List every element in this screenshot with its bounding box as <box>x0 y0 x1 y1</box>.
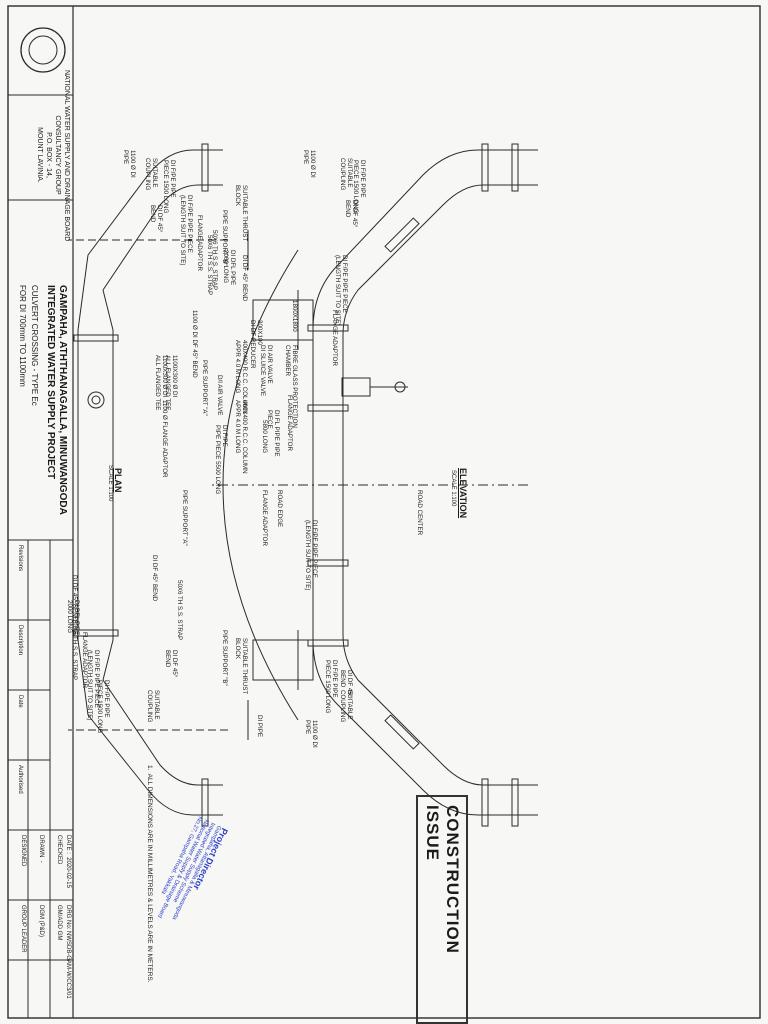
label-strap-right: 50x6 TH S.S. STRAP <box>71 620 78 681</box>
label-ff-pipe-piece-left: DI F/PE PIPE PIECE (LENGTH SUIT TO SITE) <box>179 195 193 266</box>
label-fl-pipe-piece: DI FL PIPE PIPE PIECE <box>266 410 280 457</box>
drawing-title: CULVERT CROSSING - TYPE Ec FOR DI 700mm … <box>18 285 39 406</box>
construction-issue-stamp: CONSTRUCTION ISSUE <box>416 795 468 1024</box>
agm-label: GM/ADD GM <box>56 905 62 941</box>
checked-label: CHECKED <box>56 835 62 865</box>
plan-bend-1100: 1100 Ø DI DF 45° BEND <box>191 310 198 378</box>
label-ff-pipe-right: DI F/PE PIPE PIECE 1500 LONG <box>96 680 110 734</box>
rev-header-date: Date <box>17 695 23 708</box>
plan-pipe-1100-left: 1100 Ø DI PIPE <box>302 150 316 178</box>
plan-pipe-1100-right: 1100 Ø DI PIPE <box>304 720 318 748</box>
plan-column-right: 400x400 R.C.C. COLUMN APPR 4.0 M LONG <box>234 400 248 474</box>
label-road-center: ROAD CENTER <box>416 490 423 536</box>
label-bend-right: DI DF 45° BEND <box>164 650 178 678</box>
designed-label: DESIGNED <box>20 835 26 867</box>
label-reducer: 300x100 DI DF REDUCER <box>249 320 263 369</box>
organization-name: NATIONAL WATER SUPPLY AND DRAINAGE BOARD… <box>36 70 70 242</box>
plan-flange-adaptor-right: FLANGE ADAPTOR <box>261 490 268 546</box>
plan-flange-adaptor-1100: 1100 Ø FLANGE ADAPTOR <box>161 400 168 478</box>
drawn-label: DRAWN - <box>38 835 44 863</box>
drawing-number: DRG No: NWSDB-GAM-W/CC3/01 <box>65 905 71 999</box>
label-flange-adaptor-top: FLANGE ADAPTOR <box>286 395 293 451</box>
rev-header-description: Description <box>17 625 23 656</box>
label-support-a-left: PIPE SUPPORT "A" <box>201 360 208 416</box>
plan-air-valve: D/I AIR VALVE <box>216 375 223 416</box>
label-45-bend-left: DI DF 45° BEND <box>241 255 248 302</box>
elevation-pipework <box>208 143 538 827</box>
plan-strap-right: 50x6 TH S.S. STRAP <box>176 580 183 641</box>
plan-coupling-right: SUITABLE COUPLING <box>339 690 353 723</box>
label-support-b-right: PIPE SUPPORT "B" <box>221 630 228 686</box>
plan-ff-piece-right: DI F/PE PIPE PIECE (LENGTH SUIT TO SITE) <box>304 520 318 591</box>
date-label: DATE : 2020-02-15 <box>65 835 71 888</box>
plan-flange-adaptor-left: FLANGE ADAPTOR <box>331 310 338 366</box>
plan-ff-pipe-right: DI F/PE PIPE PIECE 1500 LONG <box>324 660 338 714</box>
elevation-title: ELEVATION <box>458 468 468 519</box>
plan-pipework <box>68 143 228 827</box>
label-coupling-left: SUITABLE COUPLING <box>144 158 158 191</box>
plan-title: PLAN <box>113 468 123 493</box>
plan-pipe-5500: DI F/PE PIPE PIECE 5500 LONG <box>214 425 228 495</box>
label-dim-1800: 1800x1800 <box>291 300 298 332</box>
plan-coupling-left: SUITABLE COUPLING <box>339 158 353 191</box>
plan-strap-left: 50x6 TH S.S. STRAP <box>211 230 218 291</box>
elevation-scale: SCALE 1:100 <box>450 470 456 507</box>
group-leader-label: GROUP LEADER <box>20 905 26 953</box>
rev-header-revisions: Revisions <box>17 545 23 572</box>
label-support-a-right: PIPE SUPPORT "A" <box>181 490 188 546</box>
plan-scale: SCALE 1:100 <box>107 465 113 502</box>
dgm-label: DGM (P&D) <box>38 905 44 937</box>
plan-thrust-left: SUITABLE THRUST BLOCK <box>234 185 248 242</box>
label-ff-pipe-left: DI F/PE PIPE PIECE 1500 LONG <box>162 160 176 214</box>
plan-bend-left: DI DF 45° BEND <box>344 200 358 228</box>
plan-road-edge: ROAD EDGE <box>276 490 283 528</box>
label-coupling-right: SUITABLE COUPLING <box>146 690 160 723</box>
plan-45-bend-right: DI DF 45° BEND <box>151 555 158 602</box>
label-di-pipe-right: DI PIPE <box>256 715 263 738</box>
label-bend-left: DI DF 45° BEND <box>149 205 163 233</box>
project-title: GAMPAHA, ATHTHANAGALLA, MINUWANGODA INTE… <box>45 285 68 515</box>
label-support-b-left: PIPE SUPPORT "B" <box>221 210 228 266</box>
dimensions-note: 1. ALL DIMENSIONS ARE IN MILLIMETRES & L… <box>146 765 153 983</box>
label-pipe-1100-left: 1100 Ø DI PIPE <box>122 150 136 178</box>
label-flange-adaptor-left: FLANGE ADAPTOR <box>196 215 203 271</box>
label-5800: 5800 LONG <box>261 420 268 454</box>
rev-header-authorised: Authorised <box>17 765 23 794</box>
plan-thrust-right: SUITABLE THRUST BLOCK <box>234 638 248 695</box>
